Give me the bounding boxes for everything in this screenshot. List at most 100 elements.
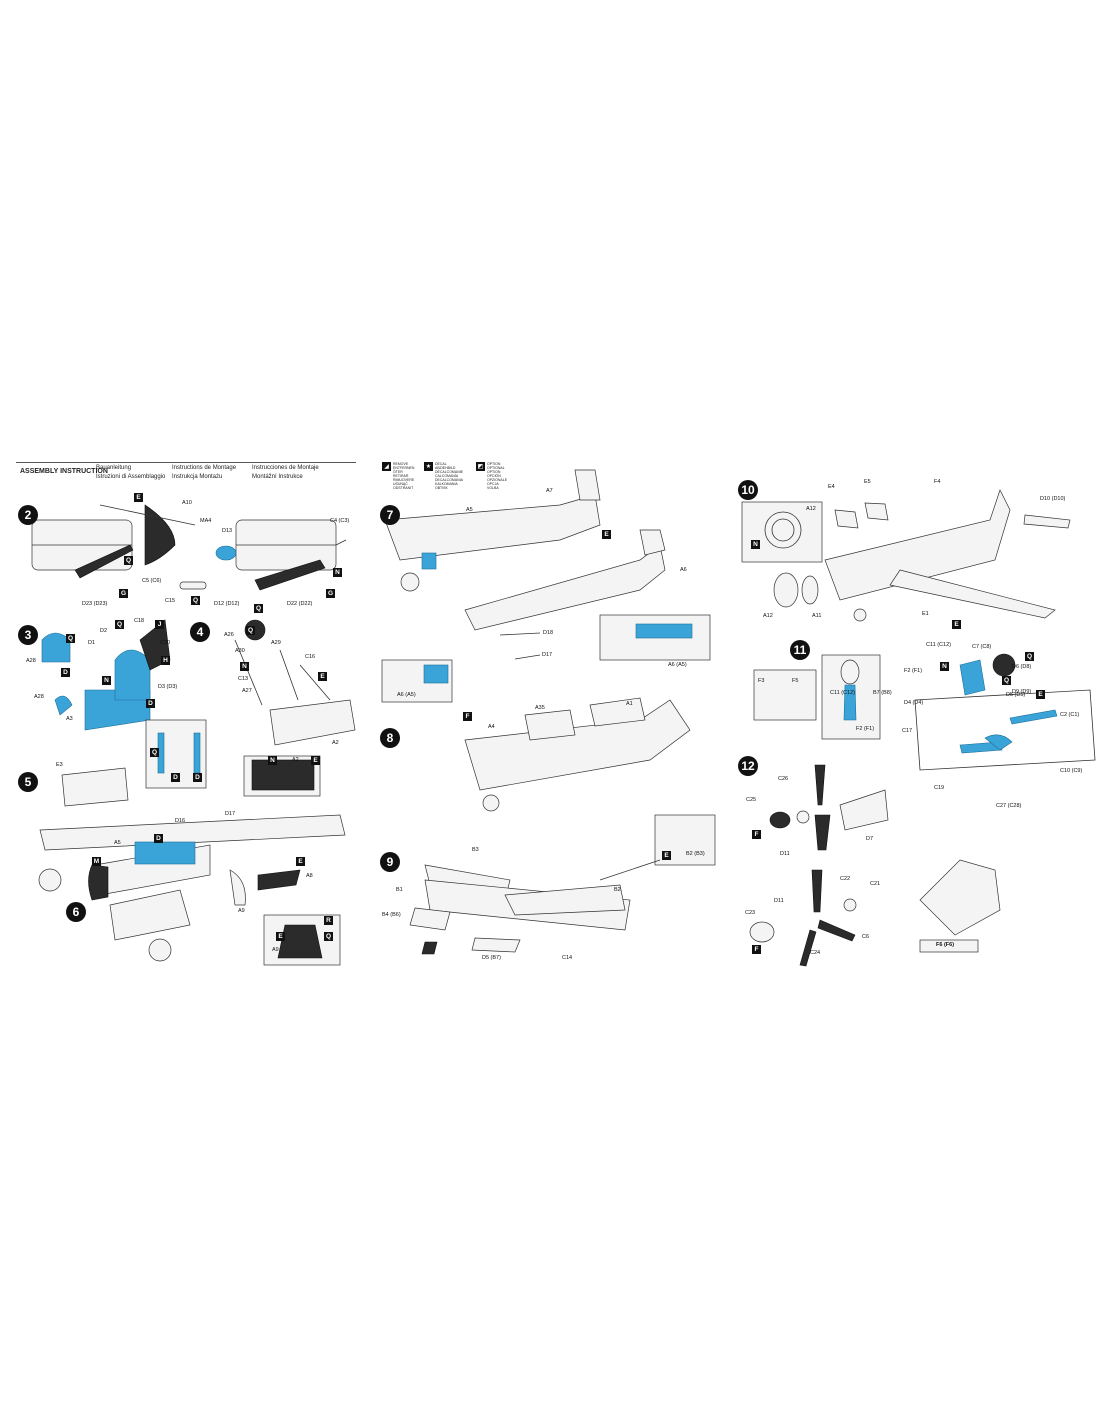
part-label: A6 (A5) bbox=[397, 692, 416, 698]
step-4-marker: 4 bbox=[190, 622, 210, 642]
seat-drawing bbox=[41, 619, 207, 789]
part-label: C18 bbox=[134, 618, 145, 624]
part-sprue-letter: N bbox=[102, 676, 111, 685]
part-label: D17 bbox=[542, 652, 553, 658]
part-sprue-letter: Q bbox=[115, 620, 124, 629]
part-label: A3 bbox=[66, 716, 73, 722]
part-sprue-letter: E bbox=[276, 932, 285, 941]
part-label: D11 bbox=[780, 851, 790, 857]
part-label: D17 bbox=[225, 811, 236, 817]
legend-option-text: OPTION OPTIONAL OPTION OPCIÓN OPZIONALE … bbox=[487, 462, 508, 490]
propeller-drawing bbox=[749, 764, 1001, 967]
part-label: D22 (D22) bbox=[287, 601, 313, 607]
part-label: C23 bbox=[745, 910, 756, 916]
part-label: B2 bbox=[614, 887, 621, 893]
part-sprue-letter: E bbox=[318, 672, 327, 681]
header-lang-it: Istruzioni di Assemblaggio bbox=[96, 474, 166, 480]
part-label: C25 bbox=[746, 797, 757, 803]
part-label: C27 (C28) bbox=[996, 803, 1022, 809]
part-label: B4 (B6) bbox=[382, 912, 401, 918]
part-label: A12 bbox=[763, 613, 773, 619]
part-label: A29 bbox=[271, 640, 281, 646]
step-9-marker: 9 bbox=[380, 852, 400, 872]
legend-option: ◩ OPTION OPTIONAL OPTION OPCIÓN OPZIONAL… bbox=[476, 462, 509, 490]
part-label: D4 (D4) bbox=[904, 700, 924, 706]
legend-decal-text: DECAL ABZIEHBILD DÉCALCOMANIE CALCOMANÍA… bbox=[435, 462, 464, 490]
part-sprue-letter: N bbox=[268, 756, 277, 765]
part-label: C19 bbox=[934, 785, 945, 791]
part-label: F3 bbox=[758, 678, 765, 684]
part-label: D6 (D8) bbox=[1012, 664, 1032, 670]
part-sprue-letter: D bbox=[146, 699, 155, 708]
step-3-marker: 3 bbox=[18, 625, 38, 645]
part-label: B2 (B3) bbox=[686, 851, 705, 857]
step-12-marker: 12 bbox=[738, 756, 758, 776]
part-label: C11 (C12) bbox=[926, 642, 951, 648]
part-label: MA4 bbox=[200, 518, 212, 524]
part-sprue-letter: Q bbox=[324, 932, 333, 941]
part-sprue-letter: D bbox=[193, 773, 202, 782]
part-sprue-letter: Q bbox=[1025, 652, 1034, 661]
step-7-marker: 7 bbox=[380, 505, 400, 525]
part-label: B1 bbox=[396, 887, 403, 893]
part-label: C14 bbox=[562, 955, 573, 961]
part-label: C10 (C9) bbox=[1060, 768, 1083, 774]
fuselage-interior-drawing bbox=[38, 767, 346, 966]
part-label: A5 bbox=[114, 840, 121, 846]
part-label: F2 (F1) bbox=[904, 668, 923, 674]
part-label: F5 bbox=[792, 678, 799, 684]
instruction-header: ASSEMBLY INSTRUCTION Bauanleitung Istruz… bbox=[16, 462, 356, 485]
part-label: C20 bbox=[160, 640, 171, 646]
part-label: C24 bbox=[810, 950, 821, 956]
part-label: D10 (D10) bbox=[1040, 496, 1066, 502]
part-label: E5 bbox=[864, 479, 871, 485]
part-label: D3 (D3) bbox=[158, 684, 178, 690]
part-label: D18 bbox=[543, 630, 554, 636]
fuselage-assembled-drawing bbox=[464, 697, 691, 812]
step-10-marker: 10 bbox=[738, 480, 758, 500]
part-label: A11 bbox=[812, 613, 822, 619]
part-label: E3 bbox=[56, 762, 63, 768]
part-label: E4 bbox=[828, 484, 835, 490]
part-label: C26 bbox=[778, 776, 789, 782]
part-sprue-letter: Q bbox=[1002, 676, 1011, 685]
part-sprue-letter: Q bbox=[254, 604, 263, 613]
part-label: D5 (B7) bbox=[482, 955, 501, 961]
part-label: C16 bbox=[305, 654, 316, 660]
part-sprue-letter: D bbox=[61, 668, 70, 677]
part-sprue-letter: F bbox=[463, 712, 472, 721]
part-label: F4 bbox=[934, 479, 941, 485]
part-sprue-letter: E bbox=[602, 530, 611, 539]
wing-assembly-drawing bbox=[409, 814, 716, 955]
part-sprue-letter: G bbox=[326, 589, 335, 598]
part-sprue-letter: M bbox=[92, 857, 101, 866]
part-label: A8 bbox=[306, 873, 313, 879]
part-label: D12 (D12) bbox=[214, 601, 240, 607]
part-label: E1 bbox=[922, 611, 929, 617]
part-label: A5 bbox=[466, 507, 473, 513]
decal-star-icon: ★ bbox=[424, 462, 433, 471]
header-lang-fr: Instructions de Montage bbox=[172, 465, 237, 471]
part-sprue-letter: N bbox=[940, 662, 949, 671]
step-11-marker: 11 bbox=[790, 640, 810, 660]
legend-remove-text: REMOVE ENTFERNEN ÔTER RETIRAR RIMUOVERE … bbox=[393, 462, 415, 490]
part-label: C21 bbox=[870, 881, 881, 887]
canopy-detail-drawing bbox=[753, 653, 1096, 771]
part-sprue-letter: Q bbox=[191, 596, 200, 605]
part-label: C15 bbox=[165, 598, 176, 604]
part-label: A9 bbox=[238, 908, 245, 914]
header-lang-cz: Montážní Instrukce bbox=[252, 474, 303, 480]
part-label: D2 bbox=[100, 628, 108, 634]
part-label: A6 (A5) bbox=[668, 662, 687, 668]
part-sprue-letter: H bbox=[161, 656, 170, 665]
part-label: D7 bbox=[866, 836, 874, 842]
step-5-marker: 5 bbox=[18, 772, 38, 792]
fuselage-halves-drawing bbox=[381, 469, 711, 703]
part-label: B3 bbox=[472, 847, 479, 853]
part-label: A30 bbox=[235, 648, 245, 654]
part-sprue-letter: D bbox=[154, 834, 163, 843]
part-sprue-letter: N bbox=[751, 540, 760, 549]
part-label: D23 (D23) bbox=[82, 601, 108, 607]
